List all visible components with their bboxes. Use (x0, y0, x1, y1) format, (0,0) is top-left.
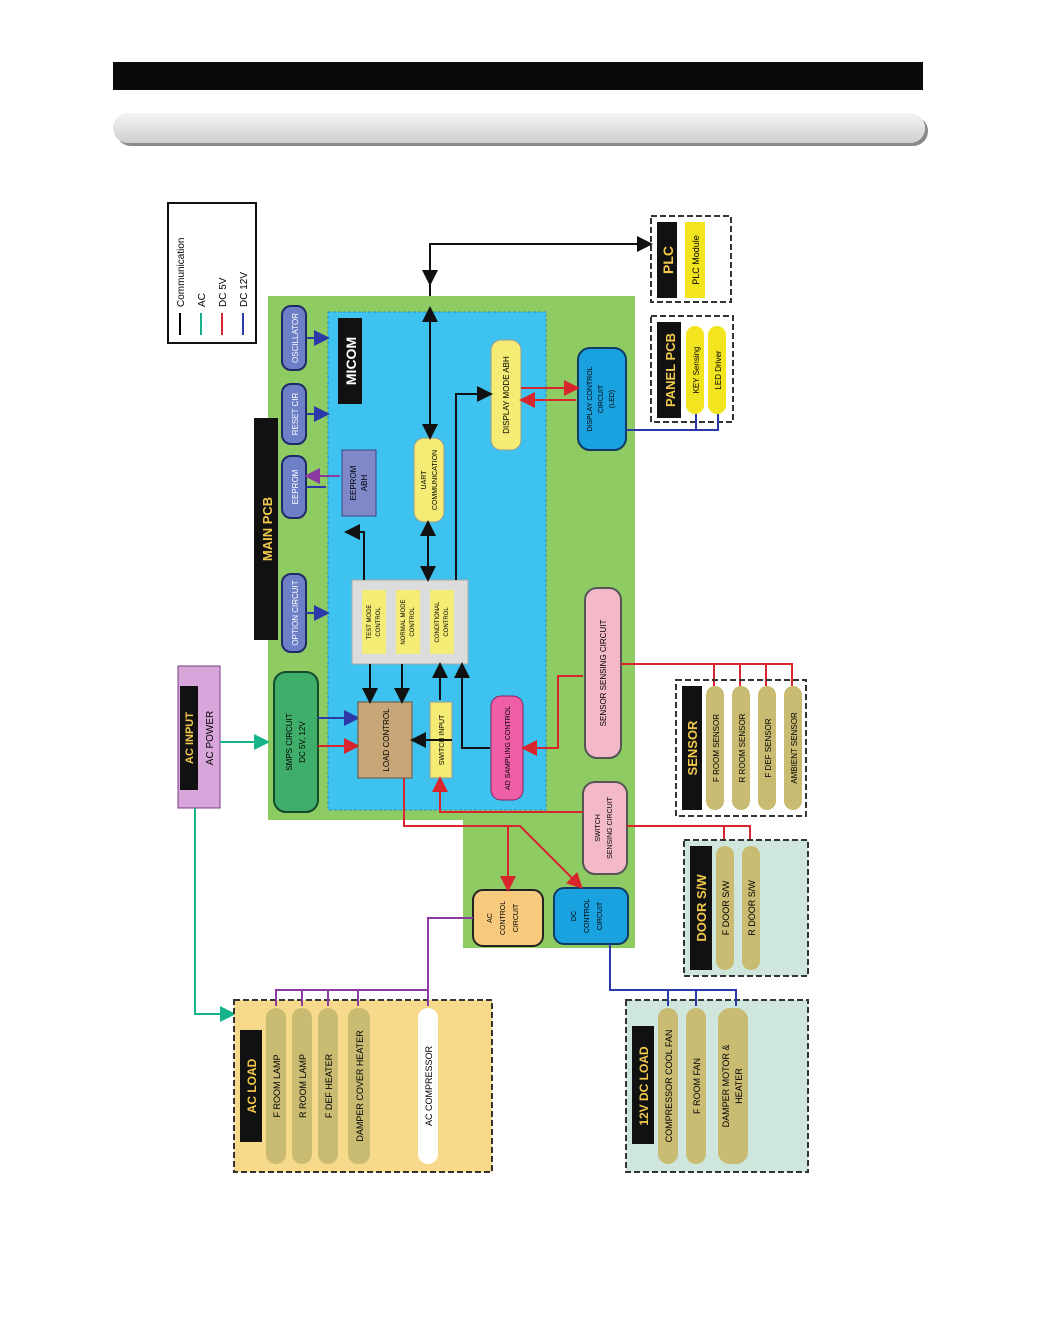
load-control-block: LOAD CONTROL (357, 701, 413, 779)
dc-control-block: DC CONTROL CIRCUIT (553, 887, 629, 945)
svg-text:AC POWER: AC POWER (205, 711, 216, 765)
svg-text:DISPLAY MODE ABH: DISPLAY MODE ABH (502, 356, 511, 434)
svg-text:(LED): (LED) (609, 390, 616, 408)
svg-text:F DEF SENSOR: F DEF SENSOR (764, 718, 773, 777)
svg-text:DISPLAY CONTROL: DISPLAY CONTROL (587, 366, 594, 431)
ac-control-block: AC CONTROL CIRCUIT (472, 889, 544, 947)
svg-text:AMBIENT SENSOR: AMBIENT SENSOR (790, 712, 799, 784)
svg-text:CIRCUIT: CIRCUIT (598, 384, 605, 413)
svg-text:OSCILLATOR: OSCILLATOR (291, 313, 300, 363)
svg-text:EEPROM: EEPROM (349, 465, 358, 500)
svg-text:COMMUNICATION: COMMUNICATION (432, 450, 439, 510)
uart-block: UART COMMUNICATION (413, 437, 445, 523)
legend: Communication AC DC 5V DC 12V (167, 202, 257, 344)
svg-text:F ROOM LAMP: F ROOM LAMP (272, 1054, 282, 1117)
ac-input-box: AC INPUT AC POWER (177, 665, 221, 809)
svg-text:AD SAMPLING CONTROL: AD SAMPLING CONTROL (505, 706, 512, 790)
svg-text:R DOOR S/W: R DOOR S/W (747, 880, 757, 936)
smps-block: SMPS CIRCUIT DC 5V, 12V (273, 671, 319, 813)
svg-text:CONTROL: CONTROL (410, 607, 416, 637)
svg-text:CONTROL: CONTROL (500, 901, 507, 935)
svg-text:12V DC LOAD: 12V DC LOAD (637, 1046, 651, 1126)
svg-text:LED Driver: LED Driver (714, 350, 723, 389)
display-control-block: DISPLAY CONTROL CIRCUIT (LED) (577, 347, 627, 451)
svg-text:PLC Module: PLC Module (691, 235, 701, 285)
eeprom-abh-block: EEPROM ABH (341, 449, 377, 517)
svg-text:R ROOM LAMP: R ROOM LAMP (298, 1054, 308, 1118)
svg-text:HEATER: HEATER (734, 1068, 744, 1104)
switch-sensing-block: SWITCH SENSING CIRCUIT (582, 781, 628, 875)
section-title-bar (113, 113, 925, 143)
svg-text:SWITCH: SWITCH (595, 814, 602, 842)
plc-box: PLC PLC Module (650, 215, 732, 303)
svg-text:CONTROL: CONTROL (584, 899, 591, 933)
svg-text:F DOOR S/W: F DOOR S/W (721, 880, 731, 935)
header-bar (113, 62, 923, 90)
display-mode-abh-block: DISPLAY MODE ABH (490, 339, 522, 451)
svg-text:OPTION CIRCUIT: OPTION CIRCUIT (291, 580, 300, 645)
svg-text:ABH: ABH (360, 475, 369, 492)
svg-text:RESET CIR: RESET CIR (291, 393, 300, 436)
sensor-sensing-block: SENSOR SENSING CIRCUIT (584, 587, 622, 759)
legend-label: AC (197, 293, 208, 307)
svg-text:SENSING CIRCUIT: SENSING CIRCUIT (607, 796, 614, 859)
svg-text:DOOR S/W: DOOR S/W (694, 874, 709, 942)
svg-text:PANEL PCB: PANEL PCB (663, 333, 678, 407)
door-switch-box: DOOR S/W F DOOR S/W R DOOR S/W (683, 839, 809, 977)
legend-label: Communication (176, 238, 187, 307)
svg-text:DC 5V, 12V: DC 5V, 12V (298, 721, 307, 763)
legend-label: DC 12V (239, 272, 250, 307)
svg-text:CONTROL: CONTROL (444, 607, 450, 637)
svg-text:SENSOR SENSING CIRCUIT: SENSOR SENSING CIRCUIT (599, 620, 608, 727)
svg-text:AC COMPRESSOR: AC COMPRESSOR (424, 1045, 434, 1126)
sensor-box: SENSOR F ROOM SENSOR R ROOM SENSOR F DEF… (675, 679, 807, 817)
reset-circuit-block: RESET CIR (281, 383, 307, 445)
ac-load-box: AC LOAD F ROOM LAMP R ROOM LAMP F DEF HE… (233, 999, 493, 1173)
legend-label: DC 5V (218, 277, 229, 307)
oscillator-block: OSCILLATOR (281, 305, 307, 371)
svg-text:F DEF HEATER: F DEF HEATER (324, 1053, 334, 1118)
svg-text:DC: DC (571, 911, 578, 921)
svg-text:AC: AC (487, 913, 494, 923)
svg-text:KEY Sensing: KEY Sensing (692, 347, 701, 394)
svg-text:TEST MODE: TEST MODE (367, 605, 373, 640)
svg-text:AC LOAD: AC LOAD (245, 1058, 259, 1113)
ad-sampling-block: AD SAMPLING CONTROL (490, 695, 524, 801)
svg-text:AC INPUT: AC INPUT (184, 712, 196, 764)
svg-text:CONDITIONAL: CONDITIONAL (435, 601, 441, 643)
svg-text:F ROOM FAN: F ROOM FAN (692, 1058, 702, 1114)
eeprom-block: EEPROM (281, 455, 307, 519)
svg-text:PLC: PLC (660, 246, 676, 274)
svg-text:LOAD CONTROL: LOAD CONTROL (382, 708, 391, 772)
svg-text:DAMPER COVER HEATER: DAMPER COVER HEATER (355, 1030, 365, 1142)
svg-text:COMPRESSOR COOL FAN: COMPRESSOR COOL FAN (664, 1030, 674, 1143)
svg-text:CIRCUIT: CIRCUIT (597, 901, 604, 930)
micom-title: MICOM (343, 337, 359, 385)
panel-pcb-box: PANEL PCB KEY Sensing LED Driver (650, 315, 734, 423)
svg-text:SMPS CIRCUIT: SMPS CIRCUIT (285, 713, 294, 770)
svg-text:NORMAL MODE: NORMAL MODE (401, 599, 407, 644)
svg-text:EEPROM: EEPROM (291, 469, 300, 504)
dc-load-box: 12V DC LOAD COMPRESSOR COOL FAN F ROOM F… (625, 999, 809, 1173)
svg-text:SENSOR: SENSOR (685, 720, 700, 776)
svg-text:UART: UART (421, 470, 428, 490)
svg-text:CONTROL: CONTROL (376, 607, 382, 637)
svg-text:R ROOM SENSOR: R ROOM SENSOR (738, 713, 747, 782)
main-pcb-title: MAIN PCB (260, 497, 275, 561)
svg-text:CIRCUIT: CIRCUIT (513, 903, 520, 932)
svg-text:F ROOM SENSOR: F ROOM SENSOR (712, 714, 721, 782)
option-circuit-block: OPTION CIRCUIT (281, 573, 307, 653)
mode-control-block: TEST MODE CONTROL NORMAL MODE CONTROL CO… (351, 579, 469, 665)
svg-text:DAMPER MOTOR &: DAMPER MOTOR & (721, 1045, 731, 1128)
